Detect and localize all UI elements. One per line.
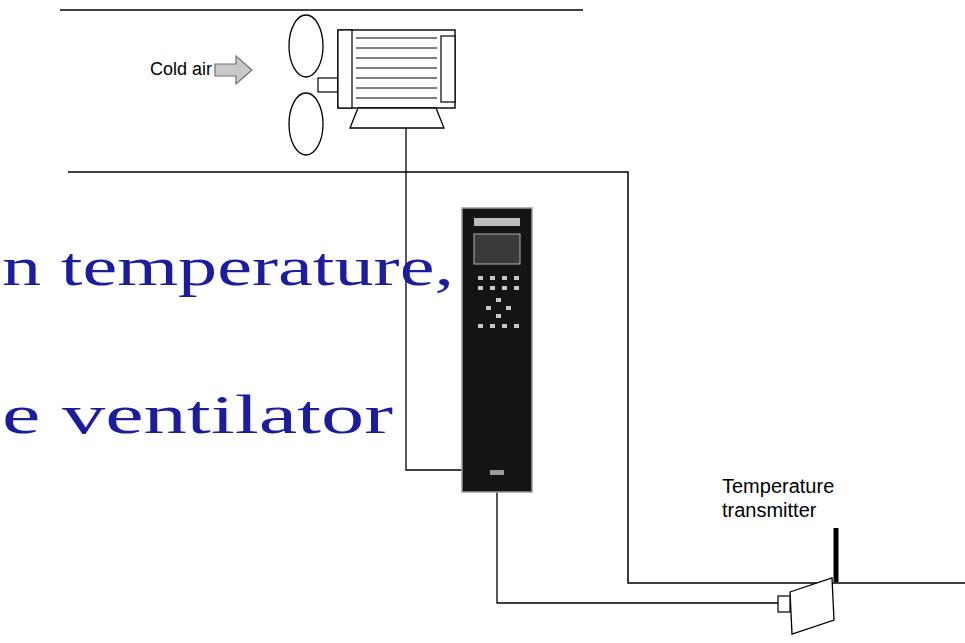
slide-text: e ventilator bbox=[2, 384, 393, 446]
motor-cable bbox=[406, 128, 462, 470]
keypad-key bbox=[514, 324, 519, 328]
keypad-key bbox=[496, 298, 501, 302]
motor-fin bbox=[356, 38, 437, 39]
keypad-key bbox=[490, 276, 495, 280]
air-label: Cold air bbox=[150, 59, 212, 80]
motor-fin bbox=[356, 48, 437, 49]
duct-wall bbox=[60, 9, 583, 11]
motor-fin bbox=[356, 58, 437, 59]
keypad-key bbox=[502, 324, 507, 328]
keypad-key bbox=[502, 276, 507, 280]
frequency-converter bbox=[462, 208, 532, 492]
temperature-transmitter bbox=[778, 528, 836, 634]
motor-fin bbox=[356, 78, 437, 79]
keypad-key bbox=[514, 286, 519, 290]
keypad-key bbox=[478, 286, 483, 290]
keypad-key bbox=[490, 324, 495, 328]
device-label: Temperature transmitter bbox=[722, 474, 852, 522]
keypad-key bbox=[514, 276, 519, 280]
slide-text: n temperature, bbox=[2, 236, 454, 298]
motor bbox=[338, 30, 455, 128]
motor-fin bbox=[356, 68, 437, 69]
keypad-key bbox=[478, 324, 483, 328]
duct-wall bbox=[68, 172, 965, 583]
air-arrow bbox=[215, 56, 252, 84]
keypad-key bbox=[502, 286, 507, 290]
keypad-key bbox=[486, 306, 491, 310]
motor-fin bbox=[356, 98, 437, 99]
keypad-key bbox=[490, 286, 495, 290]
fan bbox=[289, 15, 338, 155]
keypad-key bbox=[496, 314, 501, 318]
keypad-key bbox=[478, 276, 483, 280]
motor-fin bbox=[356, 88, 437, 89]
keypad-key bbox=[506, 306, 511, 310]
